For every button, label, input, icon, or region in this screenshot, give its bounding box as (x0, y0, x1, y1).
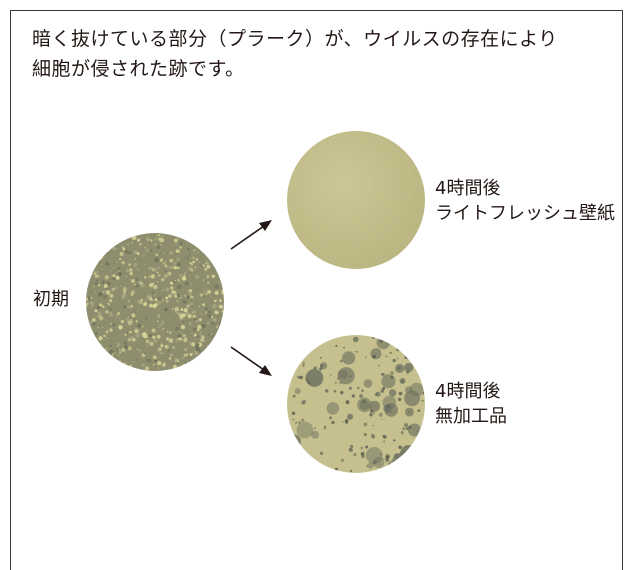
arrow-down-right-icon (230, 346, 272, 376)
initial-label: 初期 (33, 289, 69, 310)
initial-dish-image (86, 233, 224, 371)
caption-line-2: 細胞が侵された跡です。 (32, 58, 245, 80)
treated-dish-image (287, 131, 425, 269)
treated-product-label: ライトフレッシュ壁紙 (435, 203, 615, 224)
arrow-up-right-icon (230, 220, 272, 250)
figure-frame (10, 10, 623, 570)
treated-time-label: 4時間後 (435, 178, 501, 199)
caption-line-1: 暗く抜けている部分（プラーク）が、ウイルスの存在により (32, 28, 558, 50)
figure-caption: 暗く抜けている部分（プラーク）が、ウイルスの存在により 細胞が侵された跡です。 (32, 24, 612, 84)
untreated-product-label: 無加工品 (435, 406, 507, 427)
untreated-dish-image (287, 335, 425, 473)
untreated-time-label: 4時間後 (435, 381, 501, 402)
